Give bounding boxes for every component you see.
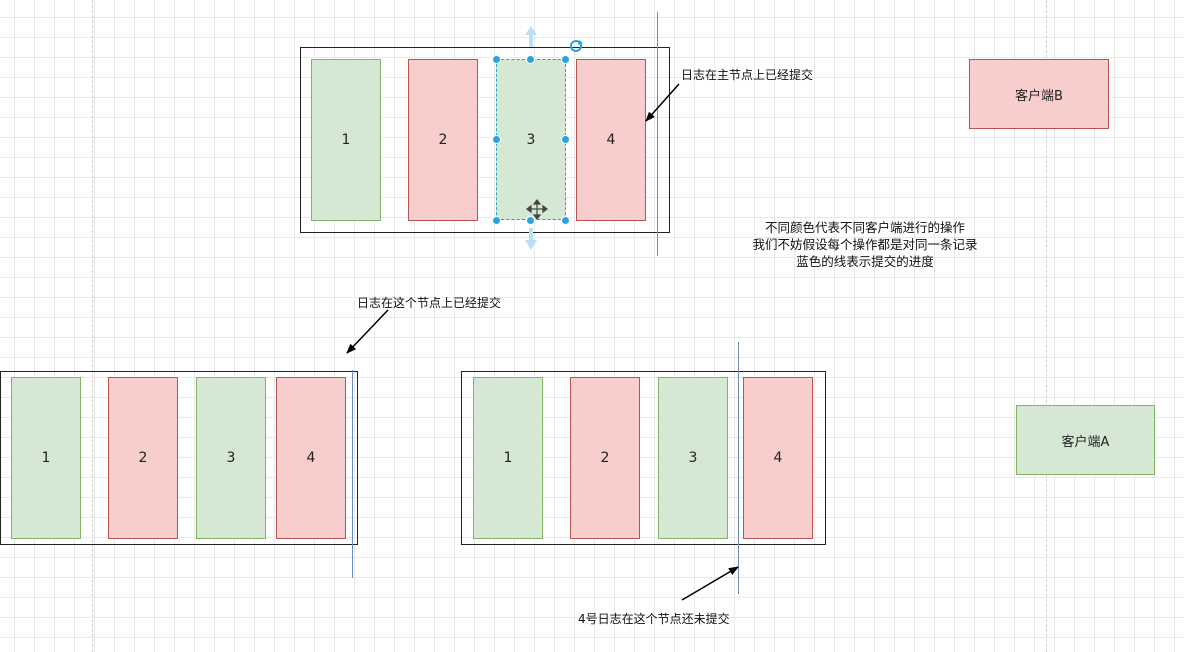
leader-annotation[interactable]: 日志在主节点上已经提交	[681, 68, 814, 82]
follower-right-annotation[interactable]: 4号日志在这个节点还未提交	[578, 612, 730, 626]
follower-left-log-entry-3[interactable]: 3	[196, 377, 266, 539]
leader-node-frame[interactable]	[300, 47, 670, 233]
leader-log-entry-1[interactable]: 1	[311, 59, 381, 221]
follower-right-log-entry-2[interactable]: 2	[570, 377, 640, 539]
follower-right-log-entry-1[interactable]: 1	[473, 377, 543, 539]
page-guide-left	[92, 0, 93, 652]
leader-annotation-arrow[interactable]	[645, 83, 680, 122]
selection-handle-bottom[interactable]	[526, 216, 535, 225]
follower-left-annotation-arrow[interactable]	[346, 309, 389, 354]
follower-right-log-entry-3[interactable]: 3	[658, 377, 728, 539]
explanation-line-1: 不同颜色代表不同客户端进行的操作	[764, 220, 965, 235]
follower-right-node-frame[interactable]	[461, 371, 826, 545]
leader-commit-line[interactable]	[657, 12, 658, 256]
follower-left-commit-line[interactable]	[352, 370, 353, 578]
selection-handle-right[interactable]	[561, 135, 570, 144]
follower-left-log-entry-2[interactable]: 2	[108, 377, 178, 539]
leader-log-entry-2[interactable]: 2	[408, 59, 478, 221]
rotate-handle-icon[interactable]	[570, 40, 583, 52]
follower-left-annotation[interactable]: 日志在这个节点上已经提交	[357, 296, 502, 310]
client-b-box[interactable]: 客户端B	[969, 59, 1109, 129]
explanation-note[interactable]: 不同颜色代表不同客户端进行的操作 我们不妨假设每个操作都是对同一条记录 蓝色的线…	[734, 219, 996, 270]
selection-handle-bottom-left[interactable]	[492, 216, 501, 225]
selection-handle-top-left[interactable]	[492, 55, 501, 64]
follower-left-log-entry-1[interactable]: 1	[11, 377, 81, 539]
follower-left-log-entry-4[interactable]: 4	[276, 377, 346, 539]
move-cursor-icon	[526, 199, 548, 220]
selection-handle-left[interactable]	[492, 135, 501, 144]
follower-left-node-frame[interactable]	[0, 371, 358, 545]
leader-log-entry-3[interactable]: 3	[496, 59, 566, 220]
move-down-hint-icon[interactable]	[525, 228, 537, 250]
selection-handle-top[interactable]	[526, 55, 535, 64]
explanation-line-3: 蓝色的线表示提交的进度	[796, 254, 934, 269]
move-up-hint-icon[interactable]	[525, 26, 537, 47]
client-a-box[interactable]: 客户端A	[1016, 405, 1155, 475]
selection-handle-bottom-right[interactable]	[561, 216, 570, 225]
page-guide-right	[1046, 0, 1047, 652]
explanation-line-2: 我们不妨假设每个操作都是对同一条记录	[752, 237, 978, 252]
follower-right-log-entry-4[interactable]: 4	[743, 377, 813, 539]
selection-handle-top-right[interactable]	[561, 55, 570, 64]
follower-right-annotation-arrow[interactable]	[681, 566, 739, 601]
follower-right-commit-line[interactable]	[738, 342, 739, 594]
leader-log-entry-4[interactable]: 4	[576, 59, 646, 221]
